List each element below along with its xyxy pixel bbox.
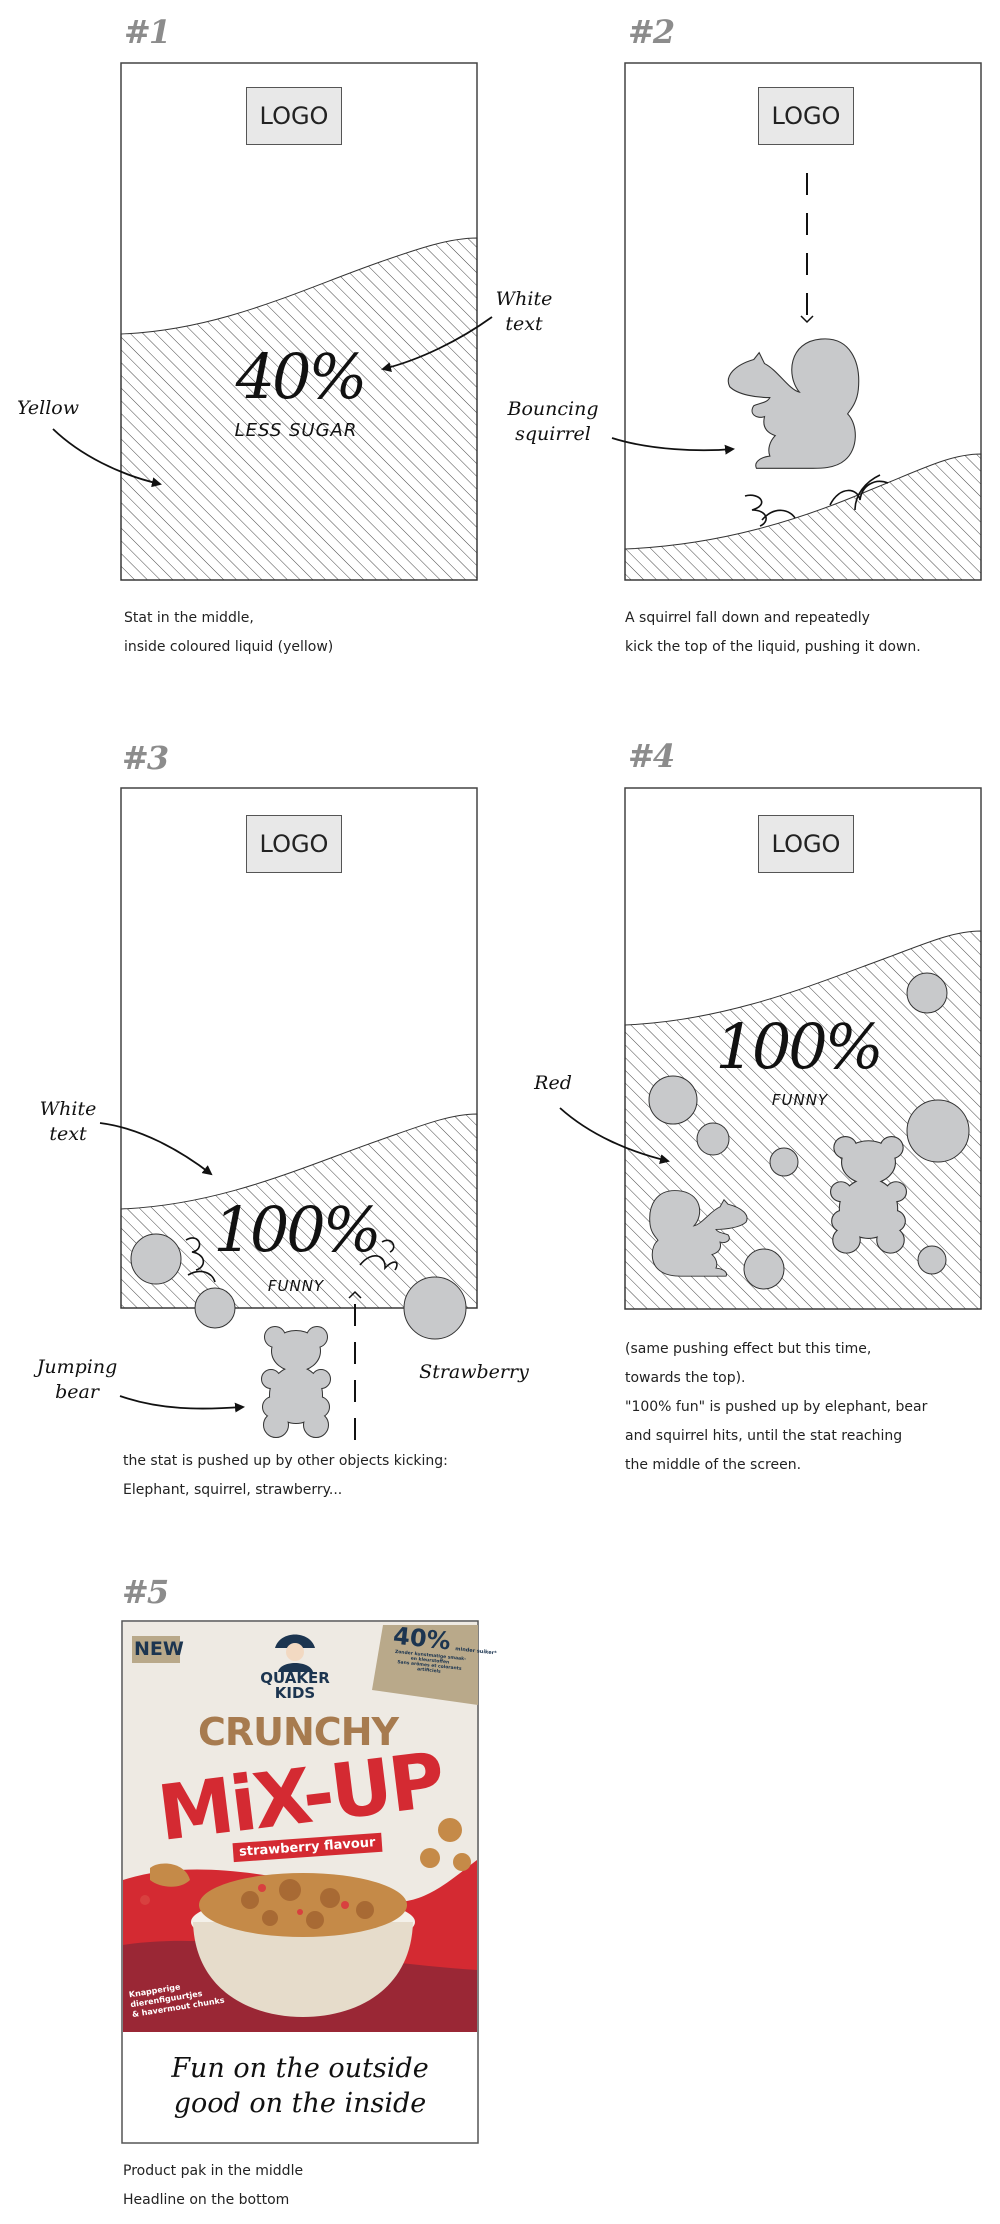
quaker-man-icon [275, 1634, 315, 1672]
caption-line: the stat is pushed up by other objects k… [123, 1453, 448, 1469]
panel-5-frame [121, 1620, 479, 2144]
note-line: squirrel [515, 423, 591, 445]
panel-1-caption: Stat in the middle, inside coloured liqu… [124, 604, 333, 662]
arrow-squirrel [611, 437, 735, 455]
arrow-yellow [52, 428, 162, 488]
stat-value: 100% [715, 1010, 883, 1083]
note-line: Jumping [36, 1356, 118, 1378]
headline-line: Fun on the outside [171, 2053, 429, 2084]
note-red: Red [534, 1072, 572, 1094]
bear-icon [829, 1135, 908, 1254]
note-line: White [39, 1098, 97, 1120]
cereal [199, 1873, 407, 1937]
brand-line: KIDS [274, 1684, 316, 1702]
panel-4-number: #4 [628, 737, 675, 775]
arrow-white-text [381, 316, 493, 372]
arrow-white-text [99, 1122, 213, 1176]
caption-line: towards the top). [625, 1370, 746, 1386]
caption-line: A squirrel fall down and repeatedly [625, 610, 870, 626]
panel-2-caption: A squirrel fall down and repeatedly kick… [625, 604, 921, 662]
caption-line: the middle of the screen. [625, 1457, 802, 1473]
caption-line: kick the top of the liquid, pushing it d… [625, 639, 921, 655]
note-bouncing-squirrel: Bouncing squirrel [508, 397, 599, 447]
kick-mark-icon [359, 1239, 398, 1271]
strawberry-shape [194, 1287, 236, 1329]
stat-subtitle: FUNNY [267, 1277, 325, 1295]
arrow-bear [119, 1395, 245, 1413]
note-line: bear [55, 1381, 99, 1403]
panel-3-caption: the stat is pushed up by other objects k… [123, 1447, 448, 1505]
note-line: White [495, 288, 553, 310]
stat-subtitle: FUNNY [771, 1091, 829, 1109]
bowl [193, 1922, 413, 2017]
strawberry-shape [403, 1276, 467, 1340]
pack-brand: QUAKER KIDS [260, 1671, 330, 1701]
logo-placeholder: LOGO [758, 87, 854, 145]
caption-line: Stat in the middle, [124, 610, 254, 626]
note-white-text: White text [496, 287, 553, 337]
note-line: text [505, 313, 543, 335]
claim-box [372, 1625, 478, 1705]
new-badge [132, 1636, 180, 1663]
strawberry-shapes [648, 972, 970, 1290]
stat-value: 100% [213, 1193, 381, 1266]
logo-placeholder: LOGO [758, 815, 854, 873]
note-yellow: Yellow [17, 397, 79, 419]
headline: Fun on the outside good on the inside [122, 2051, 478, 2121]
caption-line: Headline on the bottom [123, 2192, 290, 2208]
note-strawberry: Strawberry [419, 1361, 529, 1383]
panel-2-frame [611, 62, 982, 581]
panel-4-caption: (same pushing effect but this time, towa… [625, 1335, 927, 1480]
bear-icon [261, 1326, 331, 1438]
caption-line: "100% fun" is pushed up by elephant, bea… [625, 1399, 928, 1415]
note-white-text: White text [40, 1097, 97, 1147]
caption-line: (same pushing effect but this time, [625, 1341, 872, 1357]
note-line: Bouncing [507, 398, 599, 420]
strawberry-shape [130, 1233, 182, 1285]
panel-3-number: #3 [122, 739, 169, 777]
panel-5-number: #5 [122, 1573, 169, 1611]
panel-3-frame [99, 787, 478, 1440]
brand-line: QUAKER [260, 1669, 330, 1687]
logo-placeholder: LOGO [246, 87, 342, 145]
headline-line: good on the inside [173, 2088, 427, 2119]
panel-2-number: #2 [628, 13, 675, 51]
pack-title-crunchy: CRUNCHY [197, 1710, 399, 1754]
note-line: text [49, 1123, 87, 1145]
note-jumping-bear: Jumping bear [37, 1355, 118, 1405]
stat-subtitle: LESS SUGAR [234, 420, 358, 441]
caption-line: Elephant, squirrel, strawberry... [123, 1482, 343, 1498]
panel-1-number: #1 [124, 13, 171, 51]
kick-mark-icon [744, 494, 796, 527]
panel-1-frame [52, 62, 493, 581]
caption-line: Product pak in the middle [123, 2163, 304, 2179]
caption-line: inside coloured liquid (yellow) [124, 639, 334, 655]
kick-mark-icon [829, 474, 889, 511]
pack-new-badge: NEW [134, 1638, 184, 1660]
panel-4-frame [559, 787, 982, 1310]
kick-mark-icon [185, 1237, 216, 1283]
panel-5-caption: Product pak in the middle Headline on th… [123, 2157, 303, 2215]
stat-value: 40% [235, 340, 368, 413]
claim-small: minder suiker* [454, 1646, 497, 1657]
logo-placeholder: LOGO [246, 815, 342, 873]
caption-line: and squirrel hits, until the stat reachi… [625, 1428, 903, 1444]
arrow-red [559, 1107, 670, 1165]
